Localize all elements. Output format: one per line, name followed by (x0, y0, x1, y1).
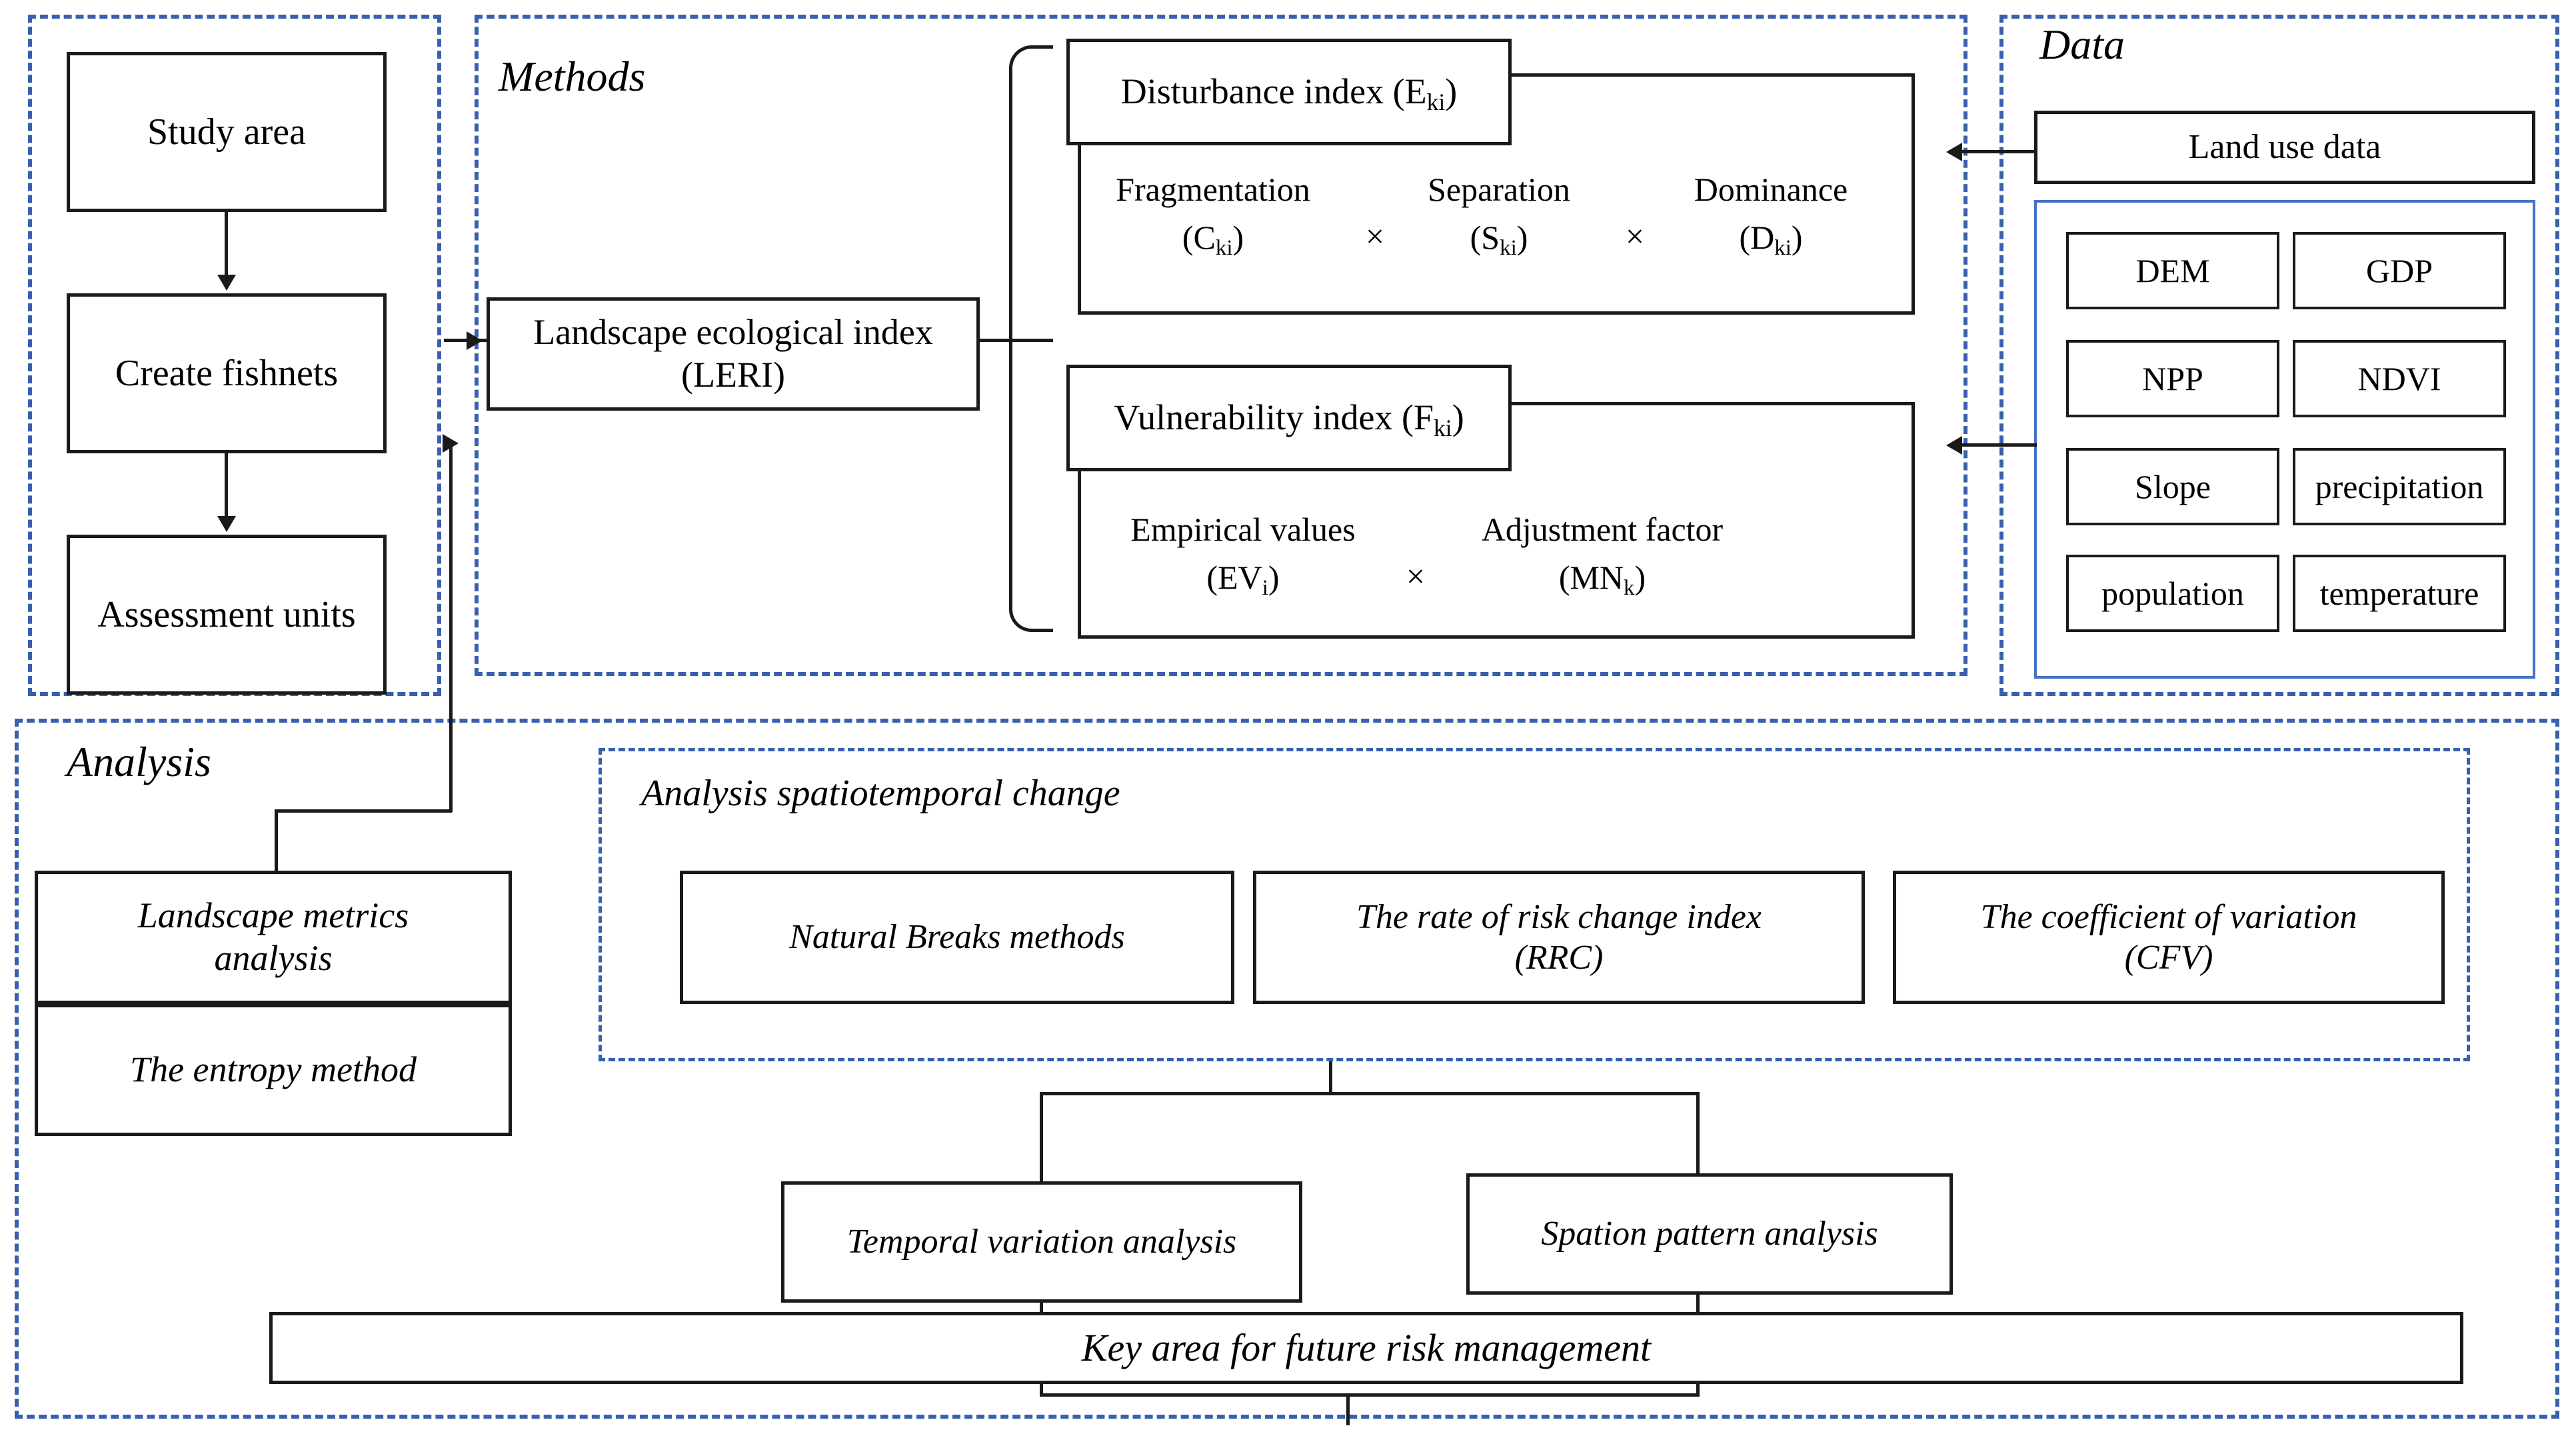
label-dominance: Dominance (Dki) (1694, 171, 1848, 261)
group-spatiotemporal-label: Analysis spatiotemporal change (641, 773, 1120, 814)
label-empirical-values: Empirical values (EVi) (1130, 511, 1356, 601)
node-data-dem[interactable]: DEM (2066, 232, 2279, 309)
node-study-area[interactable]: Study area (67, 52, 387, 212)
node-key-area-conclusion[interactable]: Key area for future risk management (269, 1312, 2463, 1384)
arrowhead-fishnets-to-units (217, 516, 236, 532)
node-data-precipitation[interactable]: precipitation (2293, 448, 2506, 525)
arrowhead-fishnets-to-methods (467, 331, 483, 350)
node-rrc-line1: The rate of risk change index (1356, 897, 1762, 936)
connector-leri-stem (980, 339, 1053, 342)
node-vulnerability-index[interactable]: Vulnerability index (Fki) (1066, 365, 1512, 471)
node-data-ndvi[interactable]: NDVI (2293, 340, 2506, 417)
connector-split-left (1040, 1092, 1043, 1185)
node-leri[interactable]: Landscape ecological index (LERI) (487, 297, 980, 411)
node-rate-of-risk-change[interactable]: The rate of risk change index (RRC) (1253, 871, 1865, 1004)
node-disturbance-index[interactable]: Disturbance index (Eki) (1066, 39, 1512, 145)
node-coefficient-of-variation[interactable]: The coefficient of variation (CFV) (1893, 871, 2445, 1004)
node-data-temperature[interactable]: temperature (2293, 555, 2506, 632)
node-create-fishnets[interactable]: Create fishnets (67, 293, 387, 453)
connector-fishnets-to-units (225, 453, 228, 520)
connector-landuse-to-disturbance (1953, 150, 2037, 153)
node-disturbance-index-label: Disturbance index (Eki) (1120, 71, 1458, 116)
data-layers-container (2034, 200, 2535, 679)
node-data-npp[interactable]: NPP (2066, 340, 2279, 417)
operator-multiply-2: × (1625, 217, 1645, 255)
node-landscape-metrics-line1: Landscape metrics (137, 895, 409, 936)
label-adjustment-factor: Adjustment factor (MNk) (1481, 511, 1724, 601)
node-vulnerability-index-label: Vulnerability index (Fki) (1114, 397, 1464, 442)
connector-datalayers-to-vulnerability (1953, 443, 2037, 447)
node-landscape-metrics-analysis[interactable]: Landscape metrics analysis (35, 871, 512, 1004)
operator-multiply-1: × (1365, 217, 1385, 255)
operator-multiply-3: × (1406, 557, 1426, 595)
arrowhead-datalayers-to-vulnerability (1946, 436, 1962, 455)
arrowhead-landuse-to-disturbance (1946, 143, 1962, 161)
group-data (1999, 15, 2559, 696)
node-cfv-line2: (CFV) (2124, 939, 2213, 977)
group-spatiotemporal (599, 748, 2470, 1061)
connector-analysis-to-methods-horizontal (275, 809, 452, 813)
node-rrc-line2: (RRC) (1514, 939, 1604, 977)
node-leri-line1: Landscape ecological index (533, 312, 933, 353)
group-methods-label: Methods (499, 53, 646, 100)
connector-spatiotemporal-down (1329, 1061, 1332, 1095)
node-leri-line2: (LERI) (681, 355, 785, 395)
node-data-slope[interactable]: Slope (2066, 448, 2279, 525)
connector-study-to-fishnets (225, 212, 228, 279)
group-analysis (15, 719, 2559, 1419)
connector-analysis-to-stack (275, 809, 278, 873)
node-assessment-units[interactable]: Assessment units (67, 535, 387, 695)
node-natural-breaks-line1: Natural Breaks methods (789, 918, 1125, 957)
arrowhead-study-to-fishnets (217, 275, 236, 291)
node-entropy-method[interactable]: The entropy method (35, 1004, 512, 1136)
connector-merge-to-conclusion (1346, 1393, 1350, 1425)
arrowhead-analysis-to-methods (443, 434, 459, 453)
connector-split-top (1040, 1092, 1700, 1095)
group-analysis-label: Analysis (67, 738, 211, 785)
node-spation-pattern-analysis[interactable]: Spation pattern analysis (1466, 1173, 1953, 1295)
group-data-label: Data (2039, 21, 2125, 68)
connector-analysis-to-methods-vertical (449, 441, 453, 812)
node-data-population[interactable]: population (2066, 555, 2279, 632)
label-separation: Separation (Ski) (1428, 171, 1570, 261)
node-landscape-metrics-line2: analysis (214, 938, 333, 978)
label-fragmentation: Fragmentation (Cki) (1116, 171, 1310, 261)
node-temporal-variation-analysis[interactable]: Temporal variation analysis (781, 1181, 1302, 1303)
connector-merge-bottom (1040, 1393, 1700, 1397)
node-land-use-data[interactable]: Land use data (2034, 111, 2535, 184)
connector-split-right (1696, 1092, 1700, 1185)
node-cfv-line1: The coefficient of variation (1980, 897, 2357, 936)
node-data-gdp[interactable]: GDP (2293, 232, 2506, 309)
node-natural-breaks-methods[interactable]: Natural Breaks methods (680, 871, 1234, 1004)
bracket-leri-split (1009, 45, 1053, 632)
